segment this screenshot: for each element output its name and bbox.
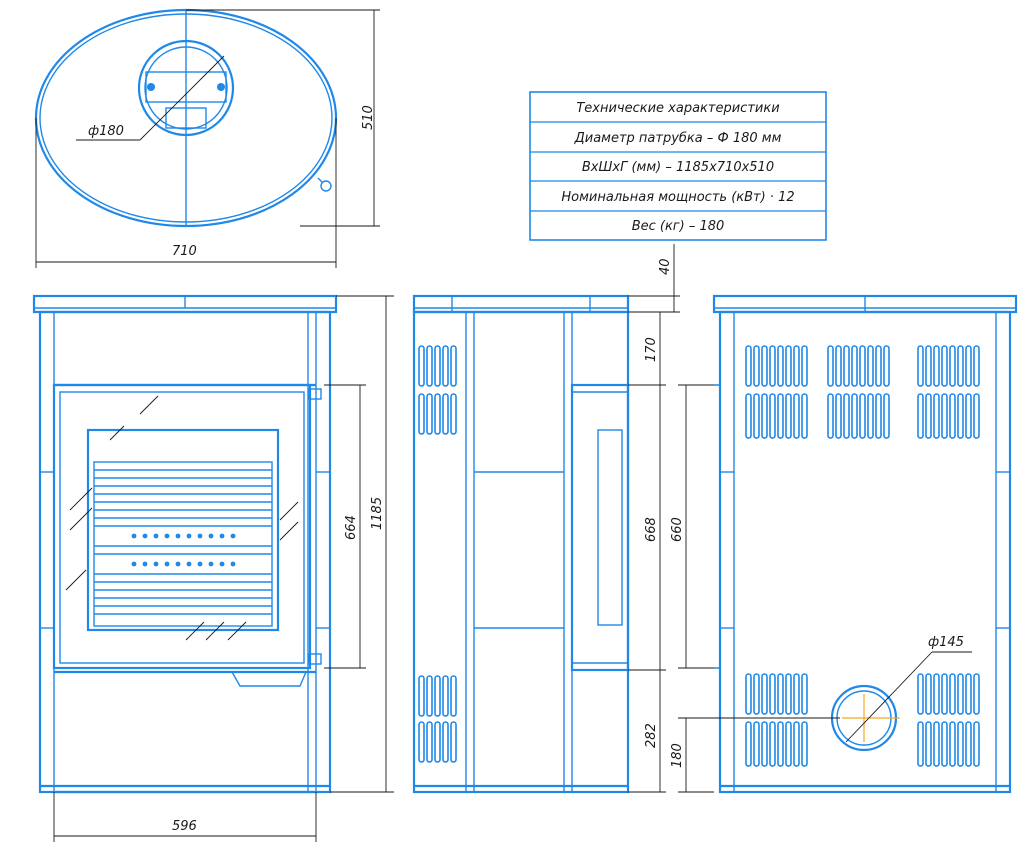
side-door-height-label: 668 [644, 517, 659, 542]
back-body [718, 310, 1012, 794]
side-view: 40 170 668 282 [412, 244, 680, 794]
side-door-handle [597, 429, 623, 626]
top-pipe-diameter-label: ф180 [88, 124, 124, 139]
bolt-right-icon [217, 83, 225, 91]
front-total-height-label: 1185 [370, 497, 385, 530]
spec-row-weight: Вес (кг) – 180 [632, 219, 725, 234]
front-door-height-label: 664 [344, 515, 359, 540]
door-glass [59, 391, 305, 664]
side-top-plate [412, 294, 630, 314]
spec-row-dimensions: ВхШхГ (мм) – 1185х710х510 [582, 160, 774, 175]
firebox-frame [86, 428, 280, 632]
bolt-left-icon [147, 83, 155, 91]
spec-table: Технические характеристики Диаметр патру… [529, 91, 827, 241]
spec-row-pipe-diameter: Диаметр патрубка – Ф 180 мм [574, 131, 782, 146]
front-base-width-label: 596 [172, 819, 197, 834]
flue-pipe-outer [137, 39, 235, 137]
side-lower-section-label: 282 [644, 723, 659, 748]
top-view: ф180 510 710 [34, 8, 380, 268]
back-view: ф145 660 180 [670, 294, 1018, 794]
rear-pipe-diameter-label: ф145 [928, 635, 964, 650]
top-width-label: 710 [172, 244, 197, 259]
door-hinge-bottom [308, 653, 322, 665]
back-pipe-height-label: 180 [670, 743, 685, 768]
front-view: 664 1185 596 [32, 294, 394, 842]
air-holes-upper [131, 533, 236, 539]
air-holes-lower [131, 561, 236, 567]
back-opening-height-label: 660 [670, 517, 685, 542]
top-handle-icon [320, 180, 332, 192]
side-vents-bottom [418, 675, 457, 763]
back-vents-bottom [745, 673, 980, 767]
back-vents-top [745, 345, 980, 439]
flue-pipe-inner [144, 46, 228, 130]
flue-pipe-bracket [145, 71, 227, 103]
door-hinge-top [308, 388, 322, 400]
side-upper-section-label: 170 [644, 337, 659, 362]
glass-reflection-hatch [65, 395, 299, 641]
top-depth-label: 510 [361, 105, 376, 130]
firebox-grate [93, 461, 273, 627]
spec-table-title: Технические характеристики [576, 101, 779, 116]
front-door [52, 383, 312, 670]
side-top-thickness-label: 40 [658, 258, 673, 275]
spec-row-power: Номинальная мощность (кВт) · 12 [561, 190, 794, 205]
side-door-profile [570, 383, 630, 672]
grate-bars [94, 469, 272, 615]
side-vents-top [418, 345, 457, 435]
flue-pipe-collar [165, 107, 207, 129]
ash-pan-handle [231, 671, 307, 687]
